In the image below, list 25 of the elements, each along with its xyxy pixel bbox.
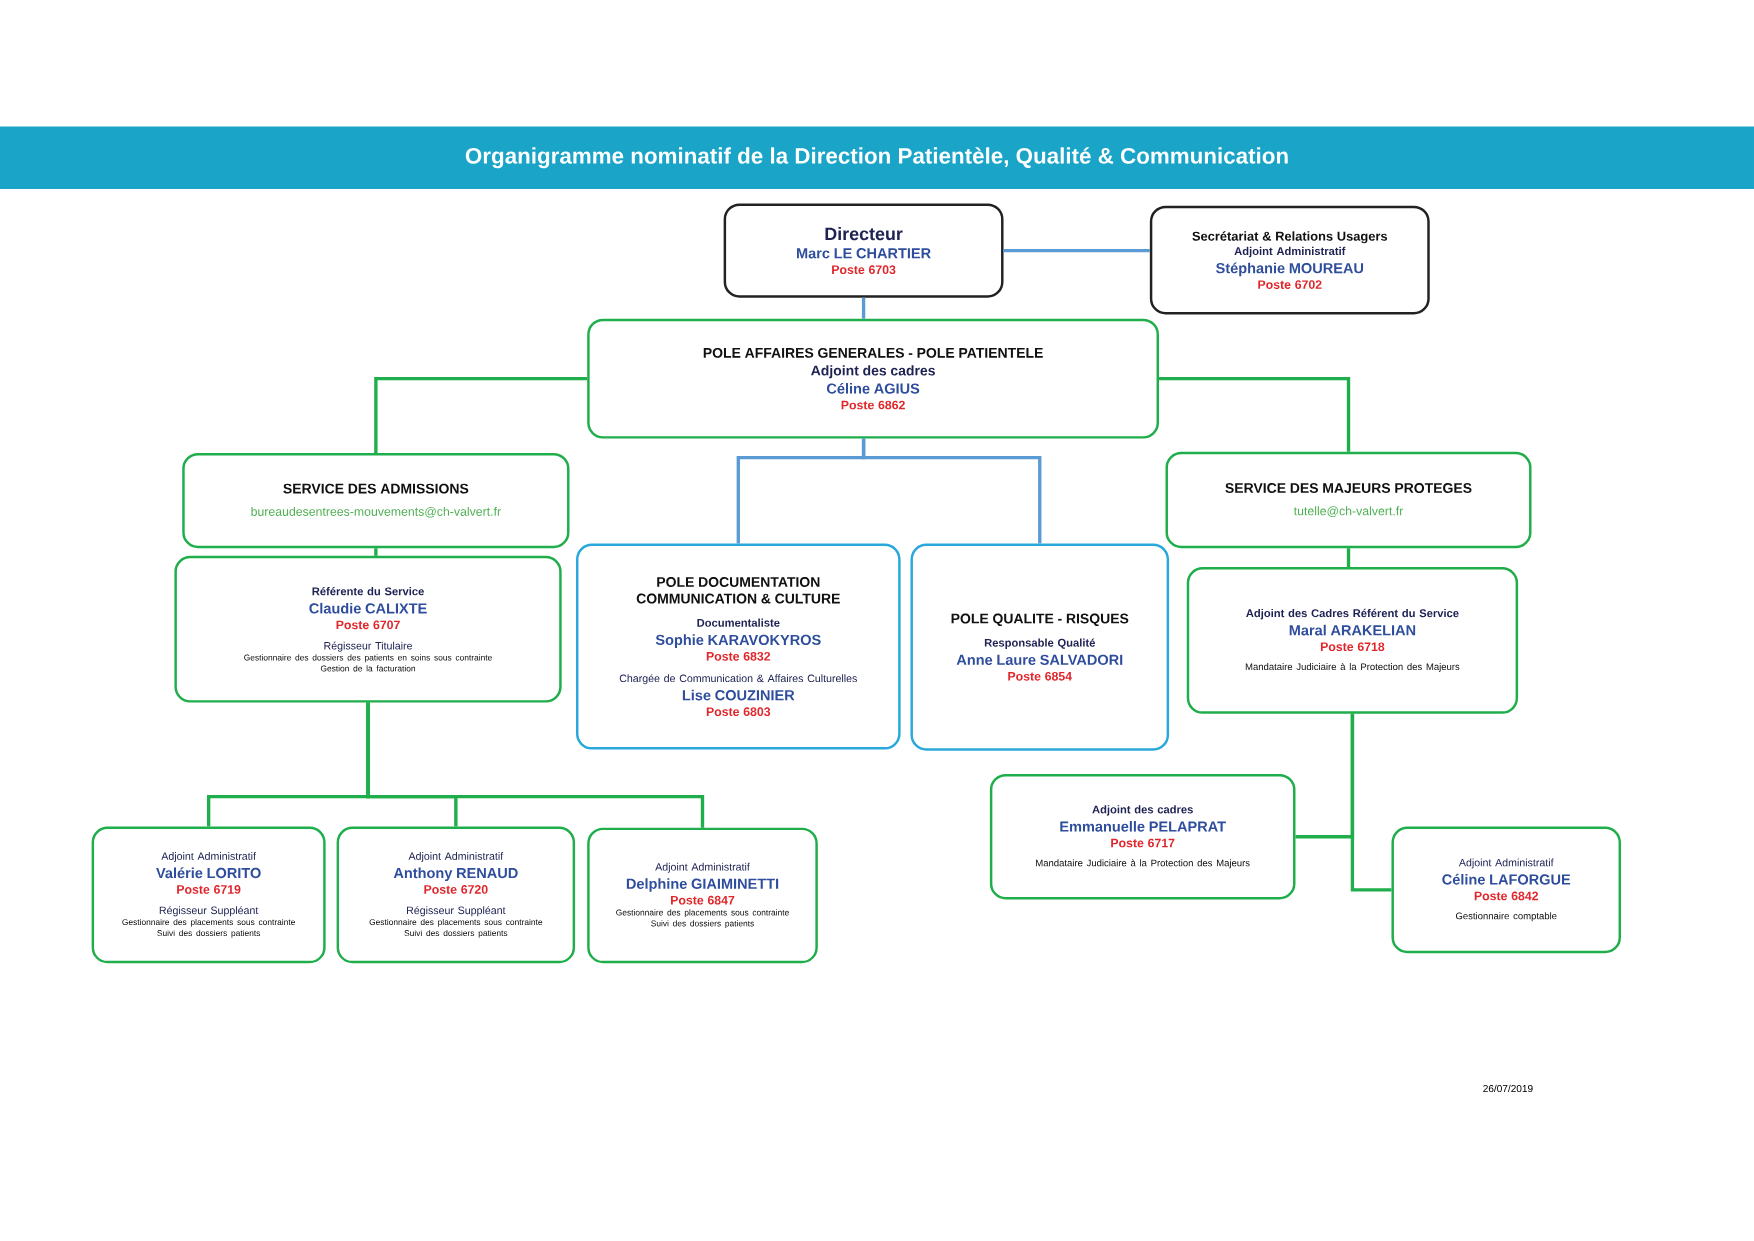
connector-line	[366, 702, 705, 828]
org-box: Référente du Service Claudie CALIXTE Poste 6707 Régisseur Titulaire Gestionnaire des dossiers des patients en soins sous contrainte Gestion de la facturation	[174, 556, 562, 703]
org-box: Adjoint des Cadres Référent du Service Maral ARAKELIAN Poste 6718 Mandataire Judiciaire à la Protection des Majeurs	[1186, 567, 1519, 714]
org-box: Directeur Marc LE CHARTIER Poste 6703	[723, 203, 1004, 298]
org-box: POLE DOCUMENTATION COMMUNICATION & CULTURE Documentaliste Sophie KARAVOKYROS Poste 6832 Chargée de Communication & Affaires Culturelles Lise COUZINIER Poste 6803	[576, 543, 901, 750]
title-banner: Organigramme nominatif de la Direction Patientèle, Qualité & Communication	[0, 126, 1754, 190]
connector-line	[374, 377, 588, 454]
org-box: Adjoint Administratif Anthony RENAUD Poste 6720 Régisseur Suppléant Gestionnaire des placements sous contrainte Suivi des dossiers patients	[336, 826, 576, 964]
date-label: 26/07/2019	[1483, 1084, 1533, 1093]
org-box: POLE AFFAIRES GENERALES - POLE PATIENTELE Adjoint des cadres Céline AGIUS Poste 6862	[587, 318, 1159, 439]
org-box: Adjoint Administratif Céline LAFORGUE Poste 6842 Gestionnaire comptable	[1391, 826, 1621, 954]
org-box: Secrétariat & Relations Usagers Adjoint Administratif Stéphanie MOUREAU Poste 6702	[1149, 205, 1430, 315]
connector-line	[861, 297, 866, 319]
org-box: SERVICE DES MAJEURS PROTEGES tutelle@ch-valvert.fr	[1165, 452, 1532, 549]
connector-line	[1159, 377, 1351, 452]
connector-line	[1350, 714, 1392, 892]
connector-line	[1346, 548, 1351, 568]
org-box: Adjoint Administratif Valérie LORITO Poste 6719 Régisseur Suppléant Gestionnaire des placements sous contrainte Suivi des dossiers patients	[91, 826, 326, 964]
org-box: POLE QUALITE - RISQUES Responsable Qualité Anne Laure SALVADORI Poste 6854	[910, 543, 1170, 751]
connector-line	[861, 438, 1042, 544]
org-box: Adjoint des cadres Emmanuelle PELAPRAT Poste 6717 Mandataire Judiciaire à la Protection des Majeurs	[989, 774, 1296, 900]
connector-line	[1003, 249, 1150, 253]
connector-line	[374, 548, 378, 557]
org-box: SERVICE DES ADMISSIONS bureaudesentrees-mouvements@ch-valvert.fr	[182, 453, 570, 549]
org-box: Adjoint Administratif Delphine GIAIMINETTI Poste 6847 Gestionnaire des placements sous contrainte Suivi des dossiers patients	[587, 827, 818, 964]
